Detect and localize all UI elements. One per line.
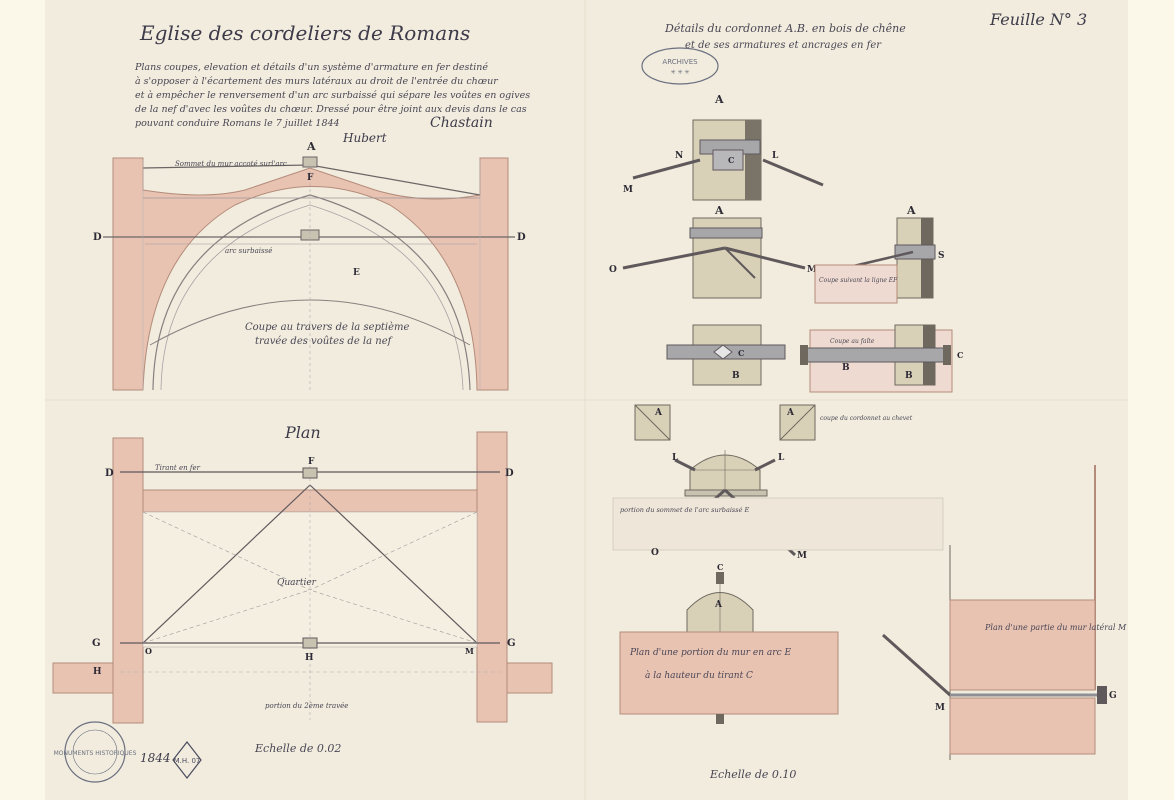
scale-right: Echelle de 0.10 [709, 768, 796, 781]
description-line-2: à s'opposer à l'écartement des murs laté… [135, 76, 499, 87]
svg-text:C: C [728, 155, 734, 165]
svg-text:A: A [786, 408, 795, 418]
detail-second-joint: A O M [609, 204, 817, 299]
svg-text:L: L [772, 151, 779, 161]
detail-lateral-wall: Plan d'une partie du mur latéral M M G [881, 465, 1127, 760]
section-label-1: Coupe au travers de la septième [245, 322, 410, 333]
svg-text:ARCHIVES: ARCHIVES [662, 58, 698, 66]
archive-stamp: ARCHIVES ✳ ✳ ✳ [641, 47, 719, 85]
svg-text:L: L [778, 453, 785, 463]
svg-text:M: M [807, 265, 817, 275]
detail-corner-pieces: A A coupe du cordonnet au chevet [634, 404, 913, 441]
section-note-top: Sommet du mur accoté surl'arc [175, 160, 287, 168]
plan-top-note: Tirant en fer [155, 464, 201, 472]
plan-letter-h: H [305, 653, 314, 663]
section-mid-label: arc surbaissé [225, 247, 272, 255]
plan-letter-h-left: H [93, 667, 102, 677]
svg-text:M: M [797, 551, 807, 561]
signature-1: Hubert [342, 131, 387, 145]
svg-text:N: N [675, 151, 683, 161]
sheet-number: Feuille N° 3 [989, 10, 1087, 29]
drawing-sheet: Eglise des cordeliers de Romans Plans co… [45, 0, 1128, 800]
section-letter-e: E [353, 268, 360, 278]
detail-wall-plan: Plan d'une portion du mur en arc E à la … [619, 562, 839, 724]
svg-text:coupe du cordonnet au chevet: coupe du cordonnet au chevet [820, 415, 913, 422]
description-line-1: Plans coupes, elevation et détails d'un … [134, 62, 488, 73]
svg-text:C: C [717, 562, 723, 572]
svg-text:S: S [938, 251, 945, 261]
details-title-1: Détails du cordonnet A.B. en bois de chê… [664, 22, 906, 35]
description-line-4: de la nef d'avec les voûtes du chœur. Dr… [135, 104, 527, 115]
detail-plan-joint: B C [666, 324, 786, 386]
plan-heading: Plan [284, 423, 321, 442]
architectural-drawing: Eglise des cordeliers de Romans Plans co… [45, 0, 1128, 800]
svg-text:Plan d'une partie du mur latér: Plan d'une partie du mur latéral M [984, 623, 1127, 632]
plan-letter-g-right: G [507, 638, 516, 649]
svg-text:MONUMENTS HISTORIQUES: MONUMENTS HISTORIQUES [54, 750, 137, 757]
svg-text:A: A [714, 600, 723, 610]
plan-bottom-note: portion du 2ème travée [265, 702, 348, 710]
signature-2: Chastain [430, 115, 493, 131]
scale-left: Echelle de 0.02 [254, 742, 341, 755]
description-line-5: pouvant conduire Romans le 7 juillet 184… [135, 118, 340, 129]
detail-side-joint: A Coupe suivant la ligne EF S [814, 204, 945, 304]
year-note: 1844 [140, 751, 171, 765]
svg-text:Coupe au faîte: Coupe au faîte [830, 338, 875, 345]
svg-text:G: G [1109, 691, 1117, 701]
details-title-2: et de ses armatures et ancrages en fer [685, 40, 882, 51]
svg-text:O: O [609, 265, 617, 275]
svg-text:B: B [905, 371, 913, 381]
svg-text:A: A [906, 204, 916, 217]
svg-text:✳ ✳ ✳: ✳ ✳ ✳ [671, 69, 690, 76]
svg-text:O: O [651, 548, 659, 558]
svg-text:C: C [738, 348, 744, 358]
plan-letter-o: O [145, 646, 152, 656]
bottom-round-stamp: MONUMENTS HISTORIQUES [54, 721, 137, 783]
svg-text:L: L [672, 453, 679, 463]
plan-letter-g-left: G [92, 638, 101, 649]
section-letter-d-left: D [93, 232, 102, 243]
svg-text:M: M [623, 185, 633, 195]
section-letter-a: A [306, 140, 316, 153]
svg-text:A: A [714, 204, 724, 217]
plan-letter-d-left: D [105, 468, 114, 479]
section-letter-f: F [307, 173, 314, 183]
svg-text:à la hauteur du tirant C: à la hauteur du tirant C [645, 670, 753, 681]
detail-sommet: portion du sommet de l'arc surbaissé E L… [612, 450, 944, 561]
diamond-seal: M.H. 07 [172, 741, 202, 779]
plan-drawing: Tirant en fer Quartier portion du 2ème t… [52, 431, 553, 724]
svg-text:M: M [935, 703, 945, 713]
section-letter-d-right: D [517, 232, 526, 243]
section-label-2: travée des voûtes de la nef [255, 336, 394, 347]
svg-text:Plan d'une portion du mur en a: Plan d'une portion du mur en arc E [629, 648, 791, 658]
plan-letter-m: M [465, 646, 474, 656]
svg-text:C: C [957, 350, 963, 360]
svg-text:Coupe suivant la ligne EF: Coupe suivant la ligne EF [819, 277, 898, 284]
svg-text:A: A [714, 93, 724, 106]
svg-text:B: B [842, 363, 850, 373]
detail-top-joint: A N L M C [623, 93, 824, 201]
detail-section-cut: Coupe au faîte B B C [800, 324, 963, 393]
svg-text:M.H. 07: M.H. 07 [174, 757, 201, 765]
svg-text:portion du sommet de l'arc sur: portion du sommet de l'arc surbaissé E [620, 506, 750, 514]
svg-text:B: B [732, 371, 740, 381]
svg-text:A: A [654, 408, 663, 418]
description-line-3: et à empêcher le renversement d'un arc s… [135, 90, 530, 101]
drawing-title: Eglise des cordeliers de Romans [139, 21, 470, 45]
plan-interior-label: Quartier [277, 578, 317, 588]
plan-letter-f: F [308, 457, 315, 467]
vault-section: Sommet du mur accoté surl'arc Coupe au t… [93, 140, 526, 391]
plan-letter-d-right: D [505, 468, 514, 479]
